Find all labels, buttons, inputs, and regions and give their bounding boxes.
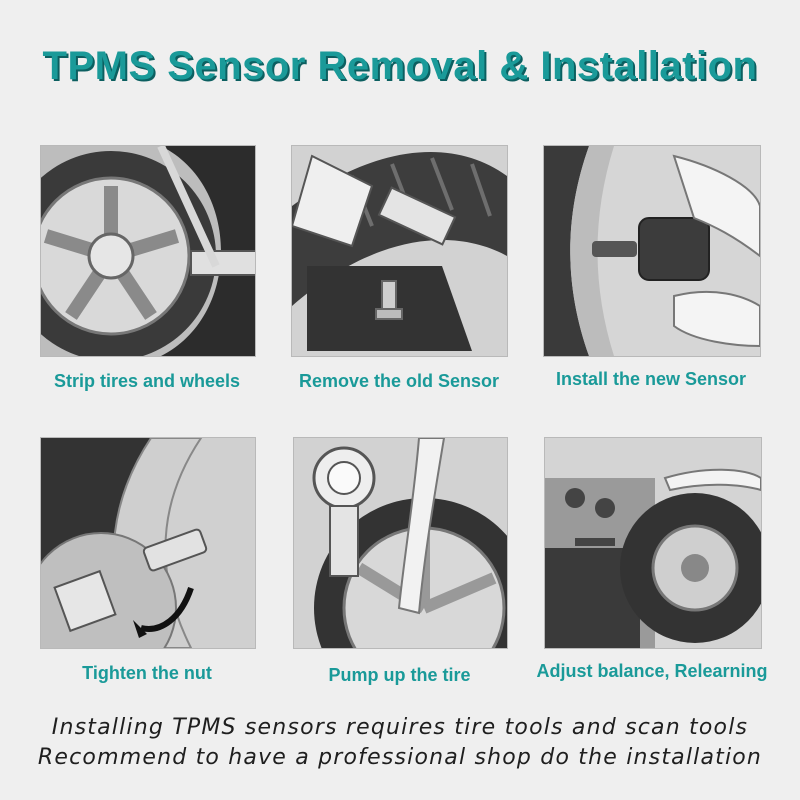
tire-removal-photo: [40, 145, 256, 357]
note-professional: Recommend to have a professional shop do…: [37, 745, 763, 770]
valve-nut-photo: [40, 437, 256, 649]
old-sensor-valve-photo: [291, 145, 508, 357]
step-caption-install: Install the new Sensor: [555, 369, 747, 389]
step-caption-balance: Adjust balance, Relearning: [536, 661, 768, 681]
wheel-balancer-photo: [544, 437, 762, 649]
note-tools: Installing TPMS sensors requires tire to…: [51, 715, 749, 740]
page-title: TPMS Sensor Removal & Installation: [42, 44, 758, 88]
steps-grid: Strip tires and wheels Remove the old Se…: [40, 145, 768, 685]
step-caption-pump: Pump up the tire: [328, 665, 471, 685]
new-sensor-hand-photo: [543, 145, 761, 357]
step-caption-strip: Strip tires and wheels: [53, 371, 241, 391]
step-caption-tighten: Tighten the nut: [82, 663, 212, 683]
step-caption-remove: Remove the old Sensor: [298, 371, 500, 391]
tire-pump-photo: [293, 437, 508, 649]
